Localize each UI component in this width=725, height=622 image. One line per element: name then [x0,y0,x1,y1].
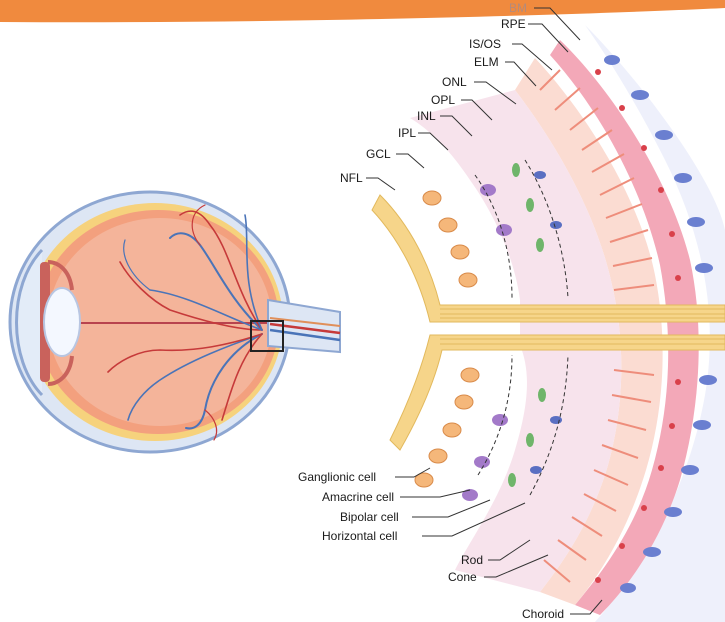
label-ganglionic-cell: Ganglionic cell [298,471,376,483]
eyeball [10,192,290,452]
optic-nerve [268,300,340,352]
label-bipolar-cell: Bipolar cell [340,511,399,523]
label-amacrine-cell: Amacrine cell [322,491,394,503]
label-bm: BM [509,2,527,14]
label-choroid: Choroid [522,608,564,620]
label-rpe: RPE [501,18,526,30]
label-elm: ELM [474,56,499,68]
label-opl: OPL [431,94,455,106]
label-horizontal-cell: Horizontal cell [322,530,397,542]
label-nfl: NFL [340,172,363,184]
label-ipl: IPL [398,127,416,139]
label-onl: ONL [442,76,467,88]
label-gcl: GCL [366,148,391,160]
label-cone: Cone [448,571,477,583]
label-is-os: IS/OS [469,38,501,50]
top-frame-band [0,0,725,22]
label-inl: INL [417,110,436,122]
label-rod: Rod [461,554,483,566]
